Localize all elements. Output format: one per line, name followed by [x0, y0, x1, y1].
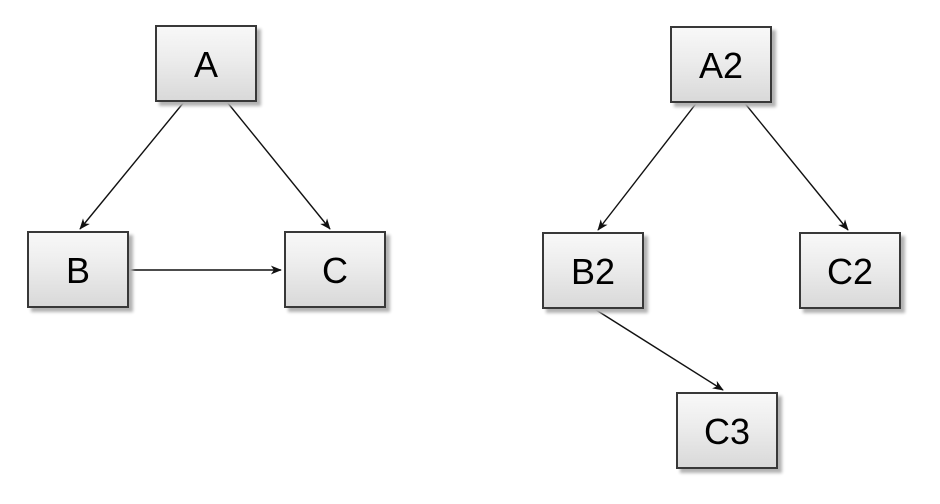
node-b2: B2 — [542, 232, 644, 309]
node-b2-label: B2 — [570, 250, 616, 292]
edge-b2-c3 — [592, 307, 724, 391]
node-c3: C3 — [676, 392, 778, 469]
node-c3-label: C3 — [703, 410, 751, 452]
node-a-label: A — [193, 43, 218, 85]
node-b: B — [27, 231, 129, 308]
edge-a2-b2 — [597, 100, 699, 231]
edge-a2-c2 — [742, 100, 849, 231]
edge-a-c — [226, 101, 331, 230]
node-c-label: C — [322, 249, 348, 291]
edge-a-b — [79, 101, 185, 230]
node-a2-label: A2 — [698, 44, 744, 86]
node-a2: A2 — [670, 26, 772, 103]
node-a: A — [155, 25, 257, 102]
node-b-label: B — [65, 249, 90, 291]
node-c2: C2 — [799, 232, 901, 309]
node-c2-label: C2 — [826, 250, 874, 292]
node-c: C — [284, 231, 386, 308]
